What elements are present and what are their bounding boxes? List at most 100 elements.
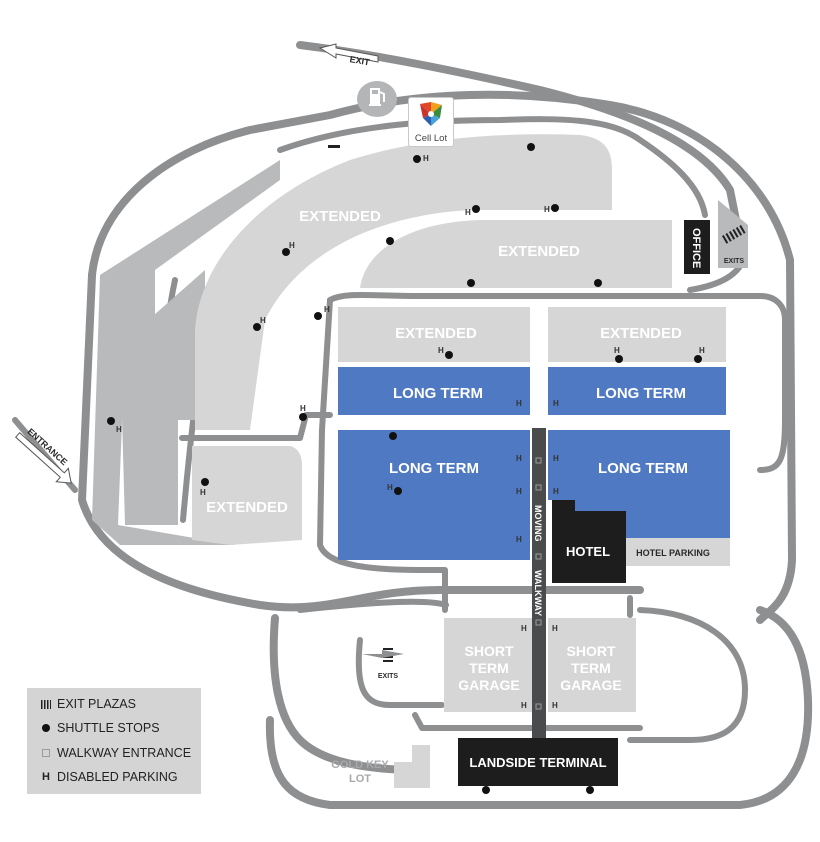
disabled-parking-marker: H — [699, 346, 705, 355]
shuttle-stop — [615, 355, 623, 363]
label-landside-terminal: LANDSIDE TERMINAL — [469, 755, 606, 770]
label-long-term-1: LONG TERM — [393, 385, 483, 402]
moving-walkway — [532, 428, 546, 738]
cell-lot-logo-icon — [420, 102, 442, 126]
legend-item-walkway-entrance: WALKWAY ENTRANCE — [39, 745, 191, 761]
extended-lot-north — [195, 134, 612, 431]
disabled-parking-marker: H — [521, 624, 527, 633]
shuttle-stop — [527, 143, 535, 151]
disabled-parking-marker: H — [521, 701, 527, 710]
disabled-parking-marker: H — [324, 305, 330, 314]
label-walkway: WALKWAY — [533, 570, 543, 616]
shuttle-stop — [394, 487, 402, 495]
label-long-term-4: LONG TERM — [598, 460, 688, 477]
shuttle-stop — [472, 205, 480, 213]
label-short-term-west-3: GARAGE — [458, 677, 519, 693]
label-extended-center-left: EXTENDED — [395, 325, 477, 342]
shuttle-stop — [299, 413, 307, 421]
disabled-parking-marker: H — [116, 425, 122, 434]
label-long-term-2: LONG TERM — [596, 385, 686, 402]
entrance-arrow: ENTRANCE — [14, 426, 72, 484]
shuttle-stop — [253, 323, 261, 331]
legend-label: WALKWAY ENTRANCE — [57, 746, 192, 760]
exit-plaza-bars-icon — [39, 698, 53, 710]
disabled-parking-marker: H — [553, 454, 559, 463]
shuttle-stop — [467, 279, 475, 287]
short-term-garage-west — [444, 618, 532, 712]
lot-labels: EXTENDED EXTENDED EXTENDED EXTENDED EXTE… — [206, 208, 744, 785]
exit-plaza-east — [718, 200, 748, 268]
walkway-entrance — [535, 553, 542, 560]
shuttle-stop — [389, 432, 397, 440]
disabled-parking-marker: H — [438, 346, 444, 355]
disabled-parking-marker: H — [614, 346, 620, 355]
label-office: OFFICE — [690, 228, 702, 268]
disabled-parking-marker: H — [289, 241, 295, 250]
exit-label: EXIT — [349, 54, 371, 67]
label-moving: MOVING — [533, 505, 543, 542]
exit-arrow: EXIT — [318, 43, 379, 67]
legend-label: DISABLED PARKING — [57, 770, 178, 784]
hotel-parking-lot — [626, 538, 730, 566]
extended-lot-southwest — [192, 446, 302, 545]
gas-station-icon — [355, 78, 399, 125]
legend-item-exit-plazas: EXIT PLAZAS — [39, 696, 136, 712]
walkway-entrance — [535, 619, 542, 626]
shuttle-stop — [694, 355, 702, 363]
disabled-parking-marker: H — [516, 487, 522, 496]
label-extended-north: EXTENDED — [299, 208, 381, 225]
disabled-parking-marker: H — [516, 454, 522, 463]
extended-lot-east — [360, 220, 672, 288]
label-hotel: HOTEL — [566, 544, 610, 559]
shuttle-stop — [551, 204, 559, 212]
label-long-term-3: LONG TERM — [389, 460, 479, 477]
disabled-parking-marker: H — [552, 624, 558, 633]
exit-plaza-arrow — [362, 650, 404, 658]
shuttle-stop — [314, 312, 322, 320]
disabled-parking-marker: H — [553, 399, 559, 408]
shuttle-stop-dot-icon — [39, 722, 53, 734]
disabled-parking-marker: H — [465, 208, 471, 217]
gold-key-lot — [394, 745, 430, 788]
exit-plaza-bars-east — [722, 225, 746, 244]
cell-lot-gate — [328, 145, 340, 148]
shuttle-stop — [386, 237, 394, 245]
extended-lot-center-left — [338, 307, 530, 362]
shuttle-stop — [201, 478, 209, 486]
long-term-lot-3 — [338, 430, 530, 560]
cell-lot-label: Cell Lot — [414, 133, 448, 144]
disabled-parking-marker: H — [387, 483, 393, 492]
shuttle-stop — [413, 155, 421, 163]
legend-label: EXIT PLAZAS — [57, 697, 136, 711]
label-exits-south: EXITS — [378, 673, 399, 680]
shuttle-stop — [445, 351, 453, 359]
disabled-parking-markers: H H H H H H H H H H H H H H H H H H H H … — [116, 154, 705, 710]
legend-label: SHUTTLE STOPS — [57, 721, 160, 735]
walkway-entrances — [535, 457, 542, 710]
landside-terminal-building — [458, 738, 618, 786]
label-short-term-east-1: SHORT — [567, 643, 616, 659]
disabled-parking-marker: H — [552, 701, 558, 710]
label-short-term-east-2: TERM — [571, 660, 611, 676]
label-extended-southwest: EXTENDED — [206, 499, 288, 516]
shuttle-stop — [282, 248, 290, 256]
long-term-lot-1 — [338, 367, 530, 415]
legend-item-shuttle-stops: SHUTTLE STOPS — [39, 720, 160, 736]
label-short-term-west-1: SHORT — [465, 643, 514, 659]
label-gold-key-1: GOLD KEY — [331, 759, 389, 771]
disabled-parking-marker: H — [200, 488, 206, 497]
disabled-parking-marker: H — [260, 316, 266, 325]
cell-lot-badge[interactable]: Cell Lot — [408, 97, 454, 147]
disabled-parking-marker: H — [516, 535, 522, 544]
hotel-building — [552, 500, 626, 583]
label-gold-key-2: LOT — [349, 773, 371, 785]
walkway-entrance — [535, 703, 542, 710]
disabled-parking-marker: H — [553, 487, 559, 496]
disabled-parking-marker: H — [423, 154, 429, 163]
office-building — [684, 220, 710, 274]
disabled-parking-marker: H — [300, 404, 306, 413]
legend-item-disabled-parking: H DISABLED PARKING — [39, 769, 178, 785]
disabled-parking-marker: H — [516, 399, 522, 408]
shuttle-stop — [482, 786, 490, 794]
